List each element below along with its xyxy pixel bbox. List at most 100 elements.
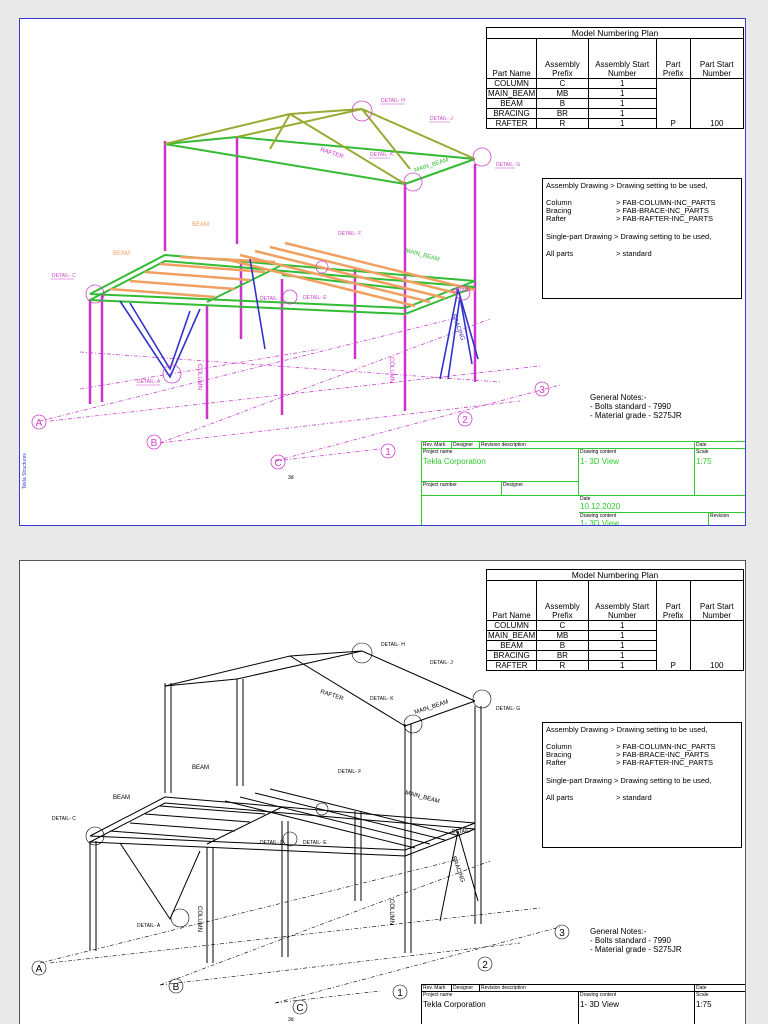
detail-label-j: DETAIL- J [430, 116, 453, 122]
grid-label-b: B [173, 982, 180, 993]
detail-label-a: DETAIL- A [137, 379, 161, 385]
detail-label-c: DETAIL- C [52, 273, 76, 279]
member-label-column-right: COLUMN [388, 899, 394, 925]
drawing-content: 1- 3D View [580, 457, 619, 466]
detail-label-h: DETAIL- H [381, 98, 405, 104]
detail-circles [85, 100, 492, 384]
detail-label-extra: DETAIL- [452, 829, 471, 835]
side-text: Tekla Structures [22, 453, 28, 489]
grid-label-a: A [36, 964, 43, 975]
scale-value: 1:75 [696, 1000, 712, 1009]
numbering-plan-table: Model Numbering Plan Part Name Assembly … [485, 27, 745, 129]
plan-header-part-prefix: Part Prefix [655, 38, 691, 79]
member-label-beam-lower: BEAM [113, 795, 130, 801]
project-name: Tekla Corporation [423, 1000, 486, 1009]
detail-label-a: DETAIL- A [137, 923, 161, 929]
detail-label-f: DETAIL- F [338, 769, 361, 775]
leader-lines [51, 103, 515, 386]
assembly-heading: Assembly Drawing > Drawing setting to be… [546, 181, 708, 190]
member-label-column-left: COLUMN [196, 364, 202, 390]
plan-header-part-start: Part Start Number [689, 580, 745, 621]
view-label: 3d [288, 475, 294, 481]
detail-label-f: DETAIL- F [338, 231, 361, 237]
list-item: All parts> standard [546, 249, 652, 258]
list-item: Bracing> FAB-BRACE-INC_PARTS [546, 750, 709, 759]
drawing-content: 1- 3D View [580, 1000, 619, 1009]
grid-label-c: C [274, 458, 281, 469]
detail-label-h: DETAIL- H [381, 642, 405, 648]
list-item: All parts> standard [546, 793, 652, 802]
plan-title: Model Numbering Plan [486, 27, 744, 39]
detail-label-g: DETAIL- G [496, 706, 520, 712]
single-heading: Single-part Drawing > Drawing setting to… [546, 232, 712, 241]
beams [109, 241, 476, 308]
plan-header-part-name: Part Name [485, 38, 538, 79]
member-label-main-beam-upper: MAIN_BEAM [414, 699, 449, 716]
plan-header-part-name: Part Name [485, 580, 538, 621]
grid-label-a: A [36, 418, 43, 429]
member-label-rafter: RAFTER [319, 147, 344, 160]
detail-label-e: DETAIL- E [303, 840, 327, 846]
member-label-column-left: COLUMN [196, 906, 202, 932]
list-item: Column> FAB-COLUMN-INC_PARTS [546, 198, 716, 207]
assembly-heading: Assembly Drawing > Drawing setting to be… [546, 725, 708, 734]
member-label-beam-upper: BEAM [192, 765, 209, 771]
member-label-rafter: RAFTER [319, 689, 344, 702]
plan-header-part-start: Part Start Number [689, 38, 745, 79]
drawing-settings-notes: Assembly Drawing > Drawing setting to be… [542, 722, 742, 848]
part-prefix-cell: P [655, 620, 691, 671]
mono-3d-drawing: A B C 1 2 3 DETAIL- H DETAIL- J DETAIL- … [31, 642, 570, 1023]
project-name: Tekla Corporation [423, 457, 486, 466]
detail-label-d: DETAIL- D [260, 296, 284, 302]
structure-lines [89, 650, 482, 963]
detail-label-c: DETAIL- C [52, 816, 76, 822]
member-label-main-beam-lower: MAIN_BEAM [404, 790, 440, 805]
grid-label-b: B [151, 438, 158, 449]
part-start-cell: 100 [689, 78, 745, 129]
date-value: 10.12.2020 [580, 502, 621, 511]
general-notes: General Notes:- - Bolts standard - 7990 … [590, 393, 682, 420]
bracing [119, 258, 479, 380]
title-block: Rev. Mark Designer Revision description … [421, 441, 745, 525]
mono-drawing-sheet: A B C 1 2 3 DETAIL- H DETAIL- J DETAIL- … [19, 560, 746, 1024]
part-start-cell: 100 [689, 620, 745, 671]
list-item: Bracing> FAB-BRACE-INC_PARTS [546, 206, 709, 215]
grid-label-c: C [296, 1003, 303, 1014]
detail-label-extra: DETAIL- [452, 288, 471, 294]
scale-value: 1:75 [696, 457, 712, 466]
member-label-main-beam-lower: MAIN_BEAM [404, 248, 440, 263]
detail-label-j: DETAIL- J [430, 660, 453, 666]
plan-header-assembly-start: Assembly Start Number [587, 38, 657, 79]
general-notes: General Notes:- - Bolts standard - 7990 … [590, 927, 682, 954]
grid-lines [39, 858, 561, 1004]
member-label-main-beam-upper: MAIN_BEAM [414, 157, 449, 174]
list-item: Rafter> FAB-RAFTER-INC_PARTS [546, 214, 714, 223]
view-label: 3d [288, 1017, 294, 1023]
grid-label-1: 1 [397, 988, 403, 999]
color-drawing-sheet: A B C 1 2 3 DETAIL- H DETAIL- J DETAIL- … [19, 18, 746, 526]
detail-label-k: DETAIL- K [370, 696, 394, 702]
plan-header-assembly-start: Assembly Start Number [587, 580, 657, 621]
detail-label-e: DETAIL- E [303, 295, 327, 301]
grid-bubbles [31, 924, 570, 1015]
drawing-settings-notes: Assembly Drawing > Drawing setting to be… [542, 178, 742, 299]
member-label-beam-lower: BEAM [113, 251, 130, 257]
grid-label-3: 3 [559, 928, 565, 939]
member-label-column-right: COLUMN [388, 357, 394, 383]
detail-label-k: DETAIL- K [370, 152, 394, 158]
numbering-plan-table: Model Numbering Plan Part Name Assembly … [485, 569, 745, 671]
grid-label-1: 1 [385, 447, 391, 458]
detail-label-g: DETAIL- G [496, 162, 520, 168]
color-3d-drawing: A B C 1 2 3 DETAIL- H DETAIL- J DETAIL- … [31, 98, 561, 481]
grid-bubbles [31, 381, 550, 470]
single-heading: Single-part Drawing > Drawing setting to… [546, 776, 712, 785]
detail-circles [85, 642, 492, 928]
plan-title: Model Numbering Plan [486, 569, 744, 581]
title-block: Rev. Mark Designer Revision description … [421, 984, 745, 1024]
detail-label-d: DETAIL- D [260, 840, 284, 846]
grid-label-2: 2 [462, 415, 468, 426]
plan-header-assembly-prefix: Assembly Prefix [536, 38, 589, 79]
member-label-bracing: BRACING [450, 856, 465, 884]
